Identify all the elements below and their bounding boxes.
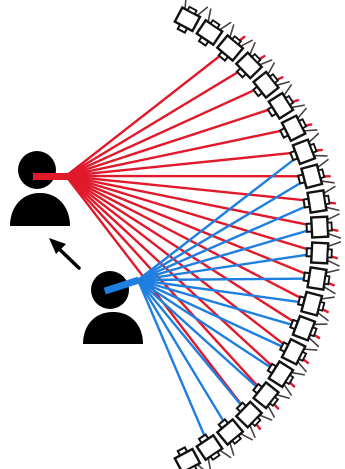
blue-rays <box>136 143 333 460</box>
camera-icon <box>305 213 342 239</box>
camera-icon <box>296 158 335 190</box>
red-ray <box>64 174 335 287</box>
camera-icon <box>215 417 253 456</box>
red-ray <box>64 174 339 232</box>
blue-ray <box>136 278 325 307</box>
red-ray <box>64 174 296 388</box>
red-person-head <box>18 151 56 189</box>
blue-ray <box>136 168 324 282</box>
camera-icon <box>195 8 232 47</box>
blue-ray <box>136 278 258 426</box>
red-ray <box>64 98 300 178</box>
blue-ray <box>136 195 330 282</box>
blue-eye-bar <box>103 276 141 295</box>
camera-icon <box>251 62 290 100</box>
red-ray <box>64 76 284 178</box>
blue-ray <box>136 249 333 282</box>
red-eye-bar <box>33 173 68 180</box>
blue-ray <box>136 222 333 282</box>
red-person-body <box>10 193 70 226</box>
camera-icon <box>173 445 209 469</box>
blue-ray <box>136 278 306 359</box>
camera-icon <box>173 0 209 35</box>
camera-icon <box>234 42 273 80</box>
camera-icon <box>278 107 318 143</box>
blue-ray <box>136 278 238 444</box>
red-ray <box>64 174 310 365</box>
arrow-up-left-icon <box>49 238 81 270</box>
blue-person-body <box>83 312 143 344</box>
blue-person-icon <box>83 271 143 344</box>
camera-icon <box>296 290 335 322</box>
camera-icon <box>289 314 328 348</box>
red-ray <box>64 35 246 178</box>
blue-ray <box>136 278 317 333</box>
camera-icon <box>251 380 290 418</box>
camera-icon <box>278 337 318 373</box>
red-person-icon <box>10 151 70 226</box>
camera-icon <box>289 132 328 166</box>
blue-ray <box>136 278 216 460</box>
camera-icon <box>302 185 340 214</box>
camera-icon <box>302 266 340 295</box>
camera-arc <box>173 0 342 469</box>
red-ray <box>64 123 313 178</box>
red-ray <box>64 174 339 260</box>
red-ray <box>64 174 280 410</box>
red-ray <box>64 174 337 205</box>
blue-ray <box>136 278 293 383</box>
blue-ray <box>136 278 277 405</box>
blue-ray <box>136 143 315 282</box>
camera-icon <box>305 241 342 267</box>
camera-icon <box>234 400 273 438</box>
camera-icon <box>266 84 306 121</box>
red-ray <box>64 148 324 178</box>
blue-ray <box>136 277 331 282</box>
camera-icon <box>266 359 306 396</box>
camera-icon <box>215 24 253 63</box>
red-ray <box>64 54 266 178</box>
